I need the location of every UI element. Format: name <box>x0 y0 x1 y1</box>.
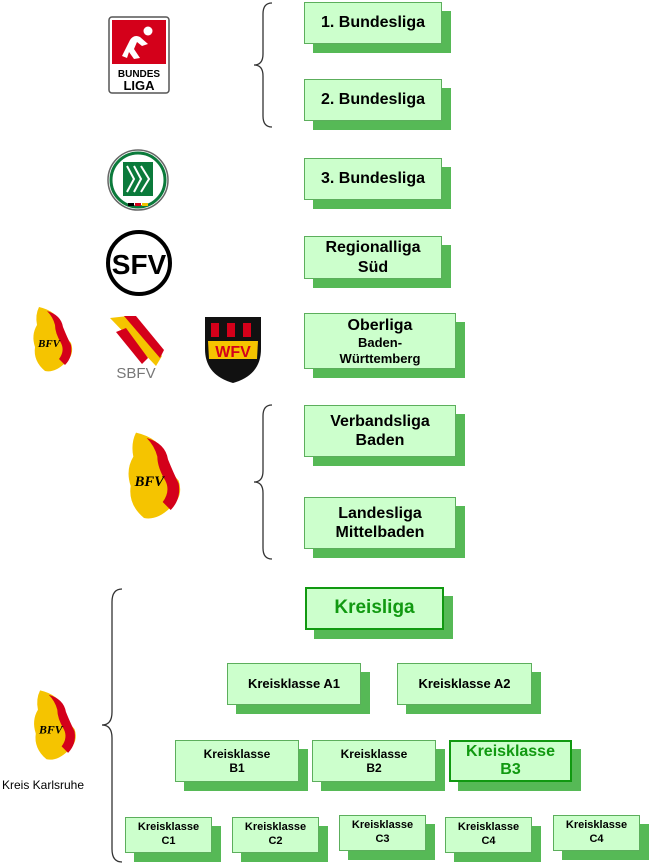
league-box-bundesliga1: 1. Bundesliga <box>304 2 442 44</box>
league-label-line2: C4 <box>589 833 604 845</box>
bundesliga-logo-text-top: BUNDES <box>118 69 161 80</box>
league-label: Kreisklasse A1 <box>247 676 341 692</box>
league-box-oberliga: Oberliga Baden- Württemberg <box>304 313 456 369</box>
league-box-kreisklasse-c3: Kreisklasse C3 <box>339 815 426 851</box>
league-label-line1: Landesliga <box>338 504 422 522</box>
sbfv-logo: SBFV <box>110 316 164 382</box>
league-label-line2: Mittelbaden <box>335 524 425 541</box>
league-label-line1: Verbandsliga <box>330 412 430 430</box>
league-label-line1: Regionalliga <box>325 239 421 257</box>
league-label: Kreisklasse A2 <box>418 676 511 692</box>
league-label-line3: Württemberg <box>339 350 421 366</box>
wfv-logo: WFV <box>205 317 261 383</box>
wfv-logo-text: WFV <box>215 344 251 361</box>
league-box-landesliga: Landesliga Mittelbaden <box>304 497 456 549</box>
league-box-bundesliga2: 2. Bundesliga <box>304 79 442 121</box>
league-box-kreisklasse-a1: Kreisklasse A1 <box>227 663 361 705</box>
league-label-line2: B1 <box>229 761 245 775</box>
league-box-kreisliga: Kreisliga <box>305 587 444 630</box>
league-label-line1: Kreisklasse <box>351 819 414 832</box>
bundesliga-logo: BUNDES LIGA <box>108 16 170 94</box>
brace-bundesliga <box>253 2 273 128</box>
league-label-line2: B3 <box>500 761 521 778</box>
league-label-line2: C2 <box>268 835 283 847</box>
bundesliga-logo-text-bottom: LIGA <box>123 78 155 93</box>
league-label-line1: Kreisklasse <box>244 821 307 834</box>
league-box-kreisklasse-c1: Kreisklasse C1 <box>125 817 212 853</box>
league-label-line2: C3 <box>375 833 390 845</box>
league-box-kreisklasse-a2: Kreisklasse A2 <box>397 663 532 705</box>
sfv-logo: SFV <box>106 230 172 296</box>
league-box-regionalliga: Regionalliga Süd <box>304 236 442 279</box>
bfv-logo-kreis: BFV <box>34 690 76 760</box>
kreis-caption: Kreis Karlsruhe <box>2 778 85 792</box>
league-box-kreisklasse-b2: Kreisklasse B2 <box>312 740 436 782</box>
league-label-line2: B2 <box>366 761 382 775</box>
league-box-kreisklasse-c4: Kreisklasse C4 <box>445 817 532 853</box>
bfv-logo-text: BFV <box>37 338 62 350</box>
league-label-line1: Kreisklasse <box>137 821 200 834</box>
league-box-bundesliga3: 3. Bundesliga <box>304 158 442 200</box>
sbfv-logo-text: SBFV <box>116 365 155 382</box>
brace-kreis <box>101 588 123 863</box>
league-label: Kreisliga <box>334 597 415 619</box>
league-label-line2: C1 <box>161 835 176 847</box>
league-label-line1: Oberliga <box>347 316 413 334</box>
league-box-kreisklasse-c2: Kreisklasse C2 <box>232 817 319 853</box>
league-label-line2: C4 <box>481 835 496 847</box>
league-label-line1: Kreisklasse <box>340 746 408 761</box>
league-label-line1: Kreisklasse <box>565 819 628 832</box>
sfv-logo-text: SFV <box>112 249 167 280</box>
bfv-logo-text: BFV <box>134 474 166 490</box>
league-box-kreisklasse-c4-second: Kreisklasse C4 <box>553 815 640 851</box>
dfb-logo <box>107 149 169 211</box>
bfv-logo-large: BFV <box>128 432 181 519</box>
bfv-logo: BFV <box>33 307 73 372</box>
brace-verbandsliga <box>253 404 273 560</box>
league-label-line1: Kreisklasse <box>466 743 555 761</box>
league-label-line2: Süd <box>357 258 389 276</box>
league-box-kreisklasse-b3: Kreisklasse B3 <box>449 740 572 782</box>
bfv-logo-text: BFV <box>38 722 64 736</box>
league-label: 2. Bundesliga <box>320 91 426 109</box>
league-box-kreisklasse-b1: Kreisklasse B1 <box>175 740 299 782</box>
league-label-line2: Baden- <box>357 335 403 350</box>
league-label: 1. Bundesliga <box>320 14 426 32</box>
league-label-line2: Baden <box>355 432 405 449</box>
league-label-line1: Kreisklasse <box>457 821 520 834</box>
league-label-line1: Kreisklasse <box>203 746 271 761</box>
league-label: 3. Bundesliga <box>320 170 426 188</box>
league-box-verbandsliga: Verbandsliga Baden <box>304 405 456 457</box>
